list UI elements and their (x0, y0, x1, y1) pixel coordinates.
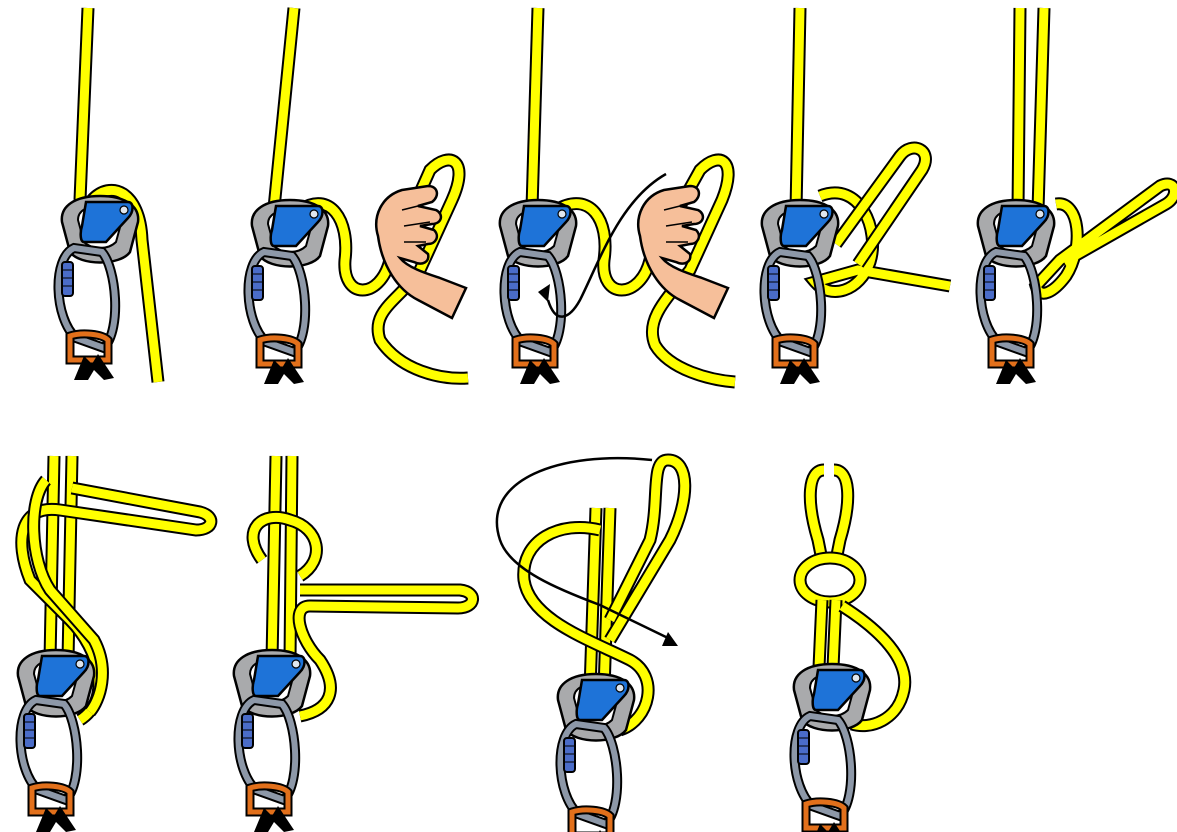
step-4-carabiner (764, 252, 821, 384)
step-7-carabiner (238, 700, 295, 832)
step-6 (18, 456, 211, 832)
step-2 (248, 8, 468, 384)
step-1-carabiner (58, 248, 115, 380)
step-3-carabiner (504, 252, 561, 384)
step-5-carabiner (980, 252, 1037, 384)
step-9-carabiner (794, 716, 851, 832)
step-3 (500, 8, 735, 384)
step-5 (978, 8, 1175, 384)
step-9 (794, 470, 905, 832)
step-7 (234, 456, 473, 832)
step-2-carabiner (248, 252, 305, 384)
step-1-rope (80, 8, 158, 382)
step-1 (58, 8, 158, 382)
step-8 (497, 458, 685, 832)
step-6-carabiner (20, 700, 77, 832)
step-4 (762, 8, 950, 384)
